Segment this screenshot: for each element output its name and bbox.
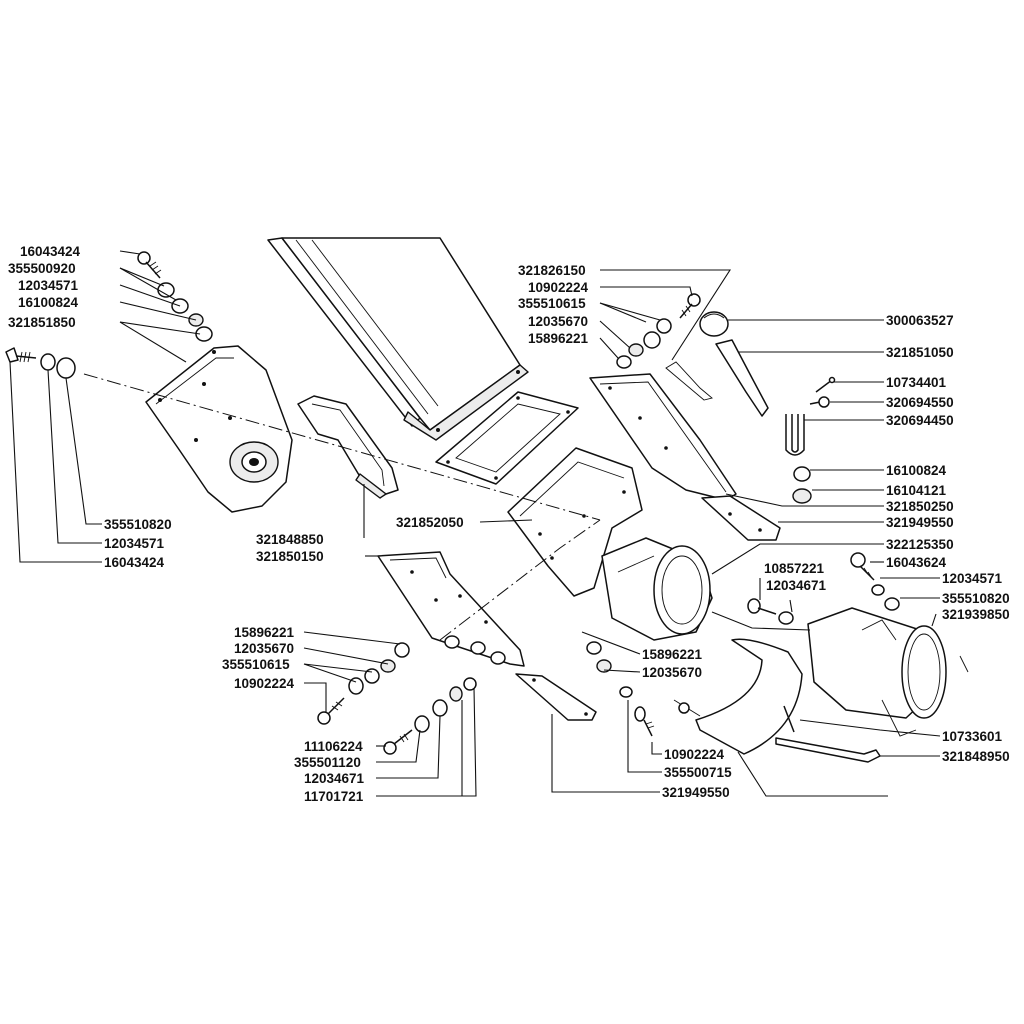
- parts-illustration: [5, 237, 969, 763]
- nuts-right: [792, 466, 812, 504]
- label-15896221-c: 15896221: [642, 647, 703, 662]
- label-10902224-b: 10902224: [528, 280, 589, 295]
- label-355510820-a: 355510820: [104, 517, 172, 532]
- label-321851050: 321851050: [886, 345, 954, 360]
- label-12035670-a: 12035670: [234, 641, 294, 656]
- axis-line-1: [83, 373, 601, 521]
- label-12034571-b: 12034571: [104, 536, 165, 551]
- curved-guard: [673, 638, 803, 755]
- label-16043424-b: 16043424: [104, 555, 165, 570]
- bolt-lower-center: [619, 686, 655, 737]
- label-355500715: 355500715: [664, 765, 732, 780]
- pin-and-washer: [809, 376, 836, 408]
- label-12034571-a: 12034571: [18, 278, 79, 293]
- rod: [775, 737, 881, 763]
- small-bracket: [297, 395, 399, 499]
- label-16043624: 16043624: [886, 555, 947, 570]
- bolt-lower-left: [317, 642, 410, 725]
- label-321848950: 321848950: [942, 749, 1010, 764]
- bolt-right-mid: [850, 552, 900, 611]
- transition-housing: [507, 447, 643, 597]
- label-10902224-a: 10902224: [234, 676, 295, 691]
- knob: [699, 311, 729, 337]
- label-16100824-a: 16100824: [18, 295, 79, 310]
- label-10734401: 10734401: [886, 375, 947, 390]
- label-320694550: 320694550: [886, 395, 954, 410]
- guard-pin: [783, 705, 795, 733]
- spout-sleeve: [601, 537, 713, 641]
- gasket-plate: [435, 391, 579, 485]
- label-15896221-a: 15896221: [234, 625, 295, 640]
- label-321848850: 321848850: [256, 532, 324, 547]
- label-10902224-c: 10902224: [664, 747, 725, 762]
- label-321850150: 321850150: [256, 549, 324, 564]
- label-355500920: 355500920: [8, 261, 76, 276]
- label-355510615-a: 355510615: [222, 657, 290, 672]
- label-321949550-b: 321949550: [662, 785, 730, 800]
- leader-lines: [9, 250, 941, 797]
- fan-housing-plate: [145, 345, 293, 513]
- bolt-right-top: [679, 293, 701, 319]
- label-16043424-a: 16043424: [20, 244, 81, 259]
- washer-pair-left: [40, 353, 76, 379]
- label-355510615-b: 355510615: [518, 296, 586, 311]
- label-11106224: 11106224: [304, 739, 363, 754]
- label-12034671-a: 12034671: [304, 771, 365, 786]
- label-300063527: 300063527: [886, 313, 954, 328]
- label-321939850: 321939850: [942, 607, 1010, 622]
- small-plate-lower: [515, 673, 597, 721]
- label-321850250: 321850250: [886, 499, 954, 514]
- bolt-11106224: [383, 677, 477, 755]
- label-355510820-b: 355510820: [942, 591, 1010, 606]
- label-15896221-b: 15896221: [528, 331, 589, 346]
- washers-center: [586, 641, 612, 673]
- label-321852050: 321852050: [396, 515, 464, 530]
- bolt-left-top: [137, 251, 162, 279]
- axis-line-2: [439, 519, 601, 641]
- label-321826150: 321826150: [518, 263, 586, 278]
- label-11701721: 11701721: [304, 789, 364, 804]
- part-labels: 16043424 355500920 12034571 16100824 321…: [8, 244, 1010, 804]
- chute-arm: [267, 237, 529, 441]
- label-320694450: 320694450: [886, 413, 954, 428]
- washer-stack-right-top: [616, 318, 672, 369]
- label-321851850: 321851850: [8, 315, 76, 330]
- cylinder-housing: [807, 607, 969, 737]
- label-16104121: 16104121: [886, 483, 947, 498]
- spring-clip: [665, 361, 713, 401]
- label-12034671-b: 12034671: [766, 578, 827, 593]
- bolt-10857221: [747, 598, 794, 625]
- label-12035670-c: 12035670: [642, 665, 702, 680]
- label-10857221: 10857221: [764, 561, 825, 576]
- label-16100824-b: 16100824: [886, 463, 947, 478]
- spacers-lower: [444, 635, 506, 665]
- u-bolt: [785, 414, 805, 456]
- lever: [715, 339, 769, 417]
- label-321949550-a: 321949550: [886, 515, 954, 530]
- label-12035670-b: 12035670: [528, 314, 588, 329]
- label-355501120: 355501120: [294, 755, 361, 770]
- label-10733601: 10733601: [942, 729, 1003, 744]
- label-322125350: 322125350: [886, 537, 954, 552]
- bolt-left-mid: [5, 347, 37, 363]
- small-plate-upper: [701, 495, 781, 541]
- label-12034571-c: 12034571: [942, 571, 1003, 586]
